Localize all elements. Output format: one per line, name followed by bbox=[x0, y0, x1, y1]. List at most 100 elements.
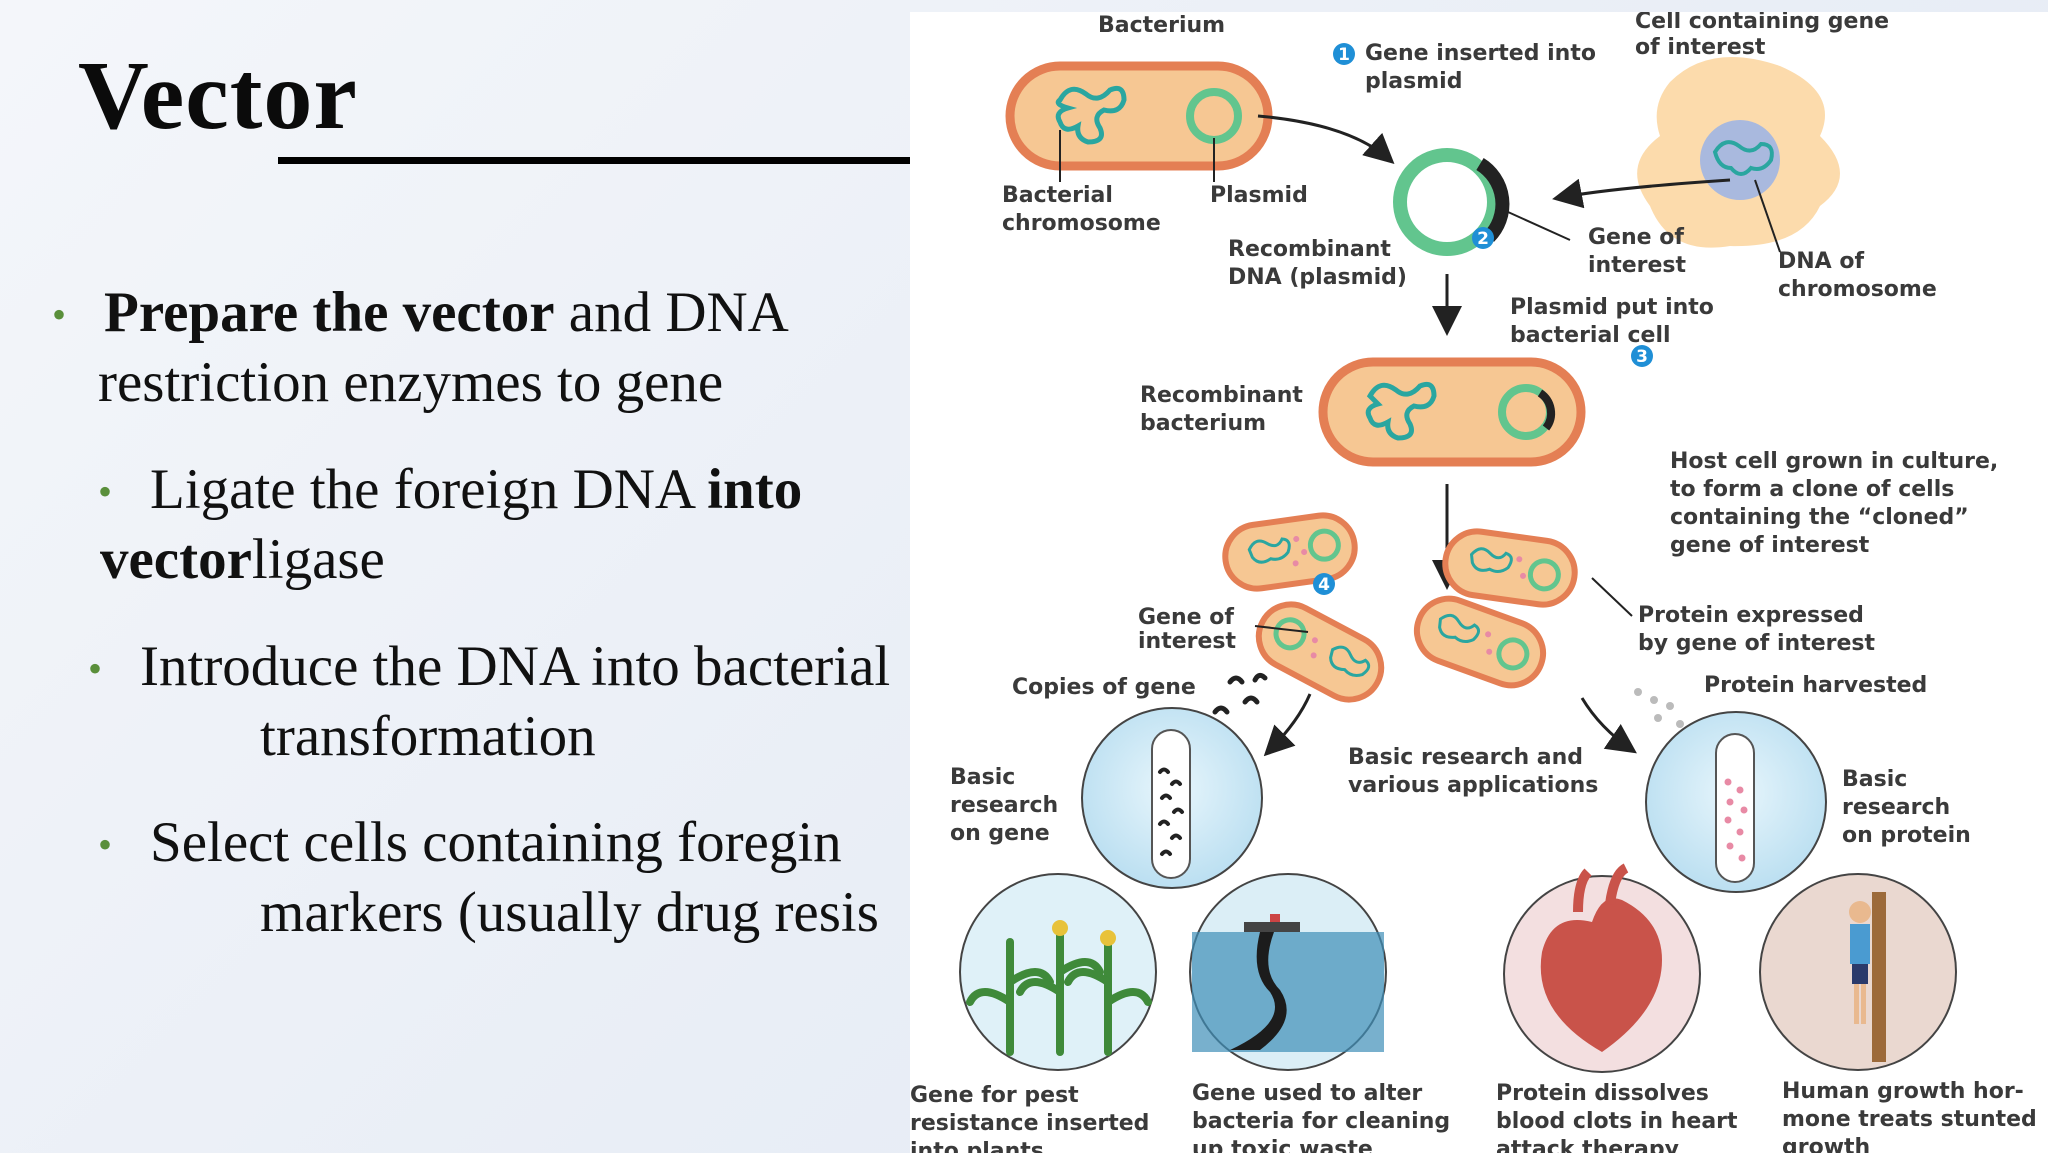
arrow-to-protein-research bbox=[1580, 697, 1637, 754]
step-3-number: 3 bbox=[1636, 347, 1648, 367]
label-gene-interest-2-l1: Gene of bbox=[1138, 605, 1234, 630]
label-app3-l2: blood clots in heart bbox=[1496, 1109, 1738, 1134]
label-step4-l1: Basic research and bbox=[1348, 745, 1583, 770]
label-app4-l1: Human growth hor- bbox=[1782, 1079, 2024, 1104]
label-app3-l3: attack therapy bbox=[1496, 1137, 1679, 1153]
bullet-marker: • bbox=[98, 822, 113, 867]
bullet-1-text: and DNA bbox=[554, 281, 789, 344]
label-protein-expressed-l2: by gene of interest bbox=[1638, 631, 1876, 656]
label-step2-l2: bacterial cell bbox=[1510, 323, 1671, 348]
step-badge bbox=[1333, 43, 1355, 65]
recombinant-bacterium-illustration bbox=[1318, 357, 1586, 467]
bullet-4-line2: markers (usually drug resis bbox=[260, 881, 879, 944]
gene-research-illustration bbox=[1081, 707, 1263, 889]
heart-illustration bbox=[1503, 863, 1701, 1073]
leader-line bbox=[1591, 577, 1633, 617]
label-step3-l1: Host cell grown in culture, bbox=[1670, 449, 1998, 474]
plants-illustration bbox=[959, 873, 1157, 1071]
label-step2-l1: Plasmid put into bbox=[1510, 295, 1714, 320]
label-bacterial-chromosome-l1: Bacterial bbox=[1002, 183, 1113, 208]
recombinant-plasmid bbox=[1393, 148, 1510, 256]
label-cell-gene-l1: Cell containing gene bbox=[1635, 12, 1889, 34]
gene-copies bbox=[1212, 672, 1268, 715]
label-dna-chromosome-l2: chromosome bbox=[1778, 277, 1937, 302]
step-badge bbox=[1313, 573, 1335, 595]
bullet-1: • Prepare the vector and DNA restriction… bbox=[52, 278, 789, 418]
label-basic-gene-l3: on gene bbox=[950, 821, 1050, 846]
bullet-2: • Ligate the foreign DNA into vectorliga… bbox=[98, 455, 802, 595]
cloning-diagram-svg: 1 2 3 4 Bacterium Gene inserted into pla… bbox=[910, 12, 2037, 1153]
label-recombinant-bacterium-l2: bacterium bbox=[1140, 411, 1266, 436]
protein-research-illustration bbox=[1645, 711, 1827, 893]
label-basic-protein-l1: Basic bbox=[1842, 767, 1907, 792]
label-gene-interest-2-l2: interest bbox=[1138, 629, 1237, 654]
cloned-cells bbox=[1222, 512, 1578, 703]
bullet-marker: • bbox=[88, 646, 103, 691]
label-step3-l2: to form a clone of cells bbox=[1670, 477, 1954, 502]
arrow-to-gene-research bbox=[1263, 693, 1312, 757]
label-recombinant-dna-l2: DNA (plasmid) bbox=[1228, 265, 1407, 290]
bullet-3-line2: transformation bbox=[260, 705, 596, 768]
label-app3-l1: Protein dissolves bbox=[1496, 1081, 1709, 1106]
label-app1-l3: into plants bbox=[910, 1139, 1044, 1153]
label-recombinant-dna-l1: Recombinant bbox=[1228, 237, 1391, 262]
label-basic-protein-l2: research bbox=[1842, 795, 1950, 820]
bullet-4: • Select cells containing foregin marker… bbox=[98, 808, 879, 948]
leader-line bbox=[1254, 625, 1309, 633]
step-4-number: 4 bbox=[1318, 575, 1330, 595]
step-1-number: 1 bbox=[1338, 45, 1350, 65]
label-bacterial-chromosome-l2: chromosome bbox=[1002, 211, 1161, 236]
bullet-2-rest: ligase bbox=[251, 528, 385, 591]
step-badge bbox=[1631, 345, 1653, 367]
protein-dots bbox=[1634, 688, 1684, 728]
bullet-3-line1: Introduce the DNA into bacterial bbox=[140, 635, 891, 698]
label-gene-interest-l1: Gene of bbox=[1588, 225, 1684, 250]
step-badge bbox=[1472, 227, 1494, 249]
label-dna-chromosome-l1: DNA of bbox=[1778, 249, 1864, 274]
step-2-number: 2 bbox=[1477, 229, 1489, 249]
toxic-waste-illustration bbox=[1189, 873, 1387, 1071]
bullet-4-line1: Select cells containing foregin bbox=[150, 811, 842, 874]
leader-line bbox=[1507, 211, 1571, 241]
cloning-diagram: 1 2 3 4 Bacterium Gene inserted into pla… bbox=[910, 12, 2048, 1153]
label-cell-gene-l2: of interest bbox=[1635, 35, 1766, 60]
label-app4-l3: growth bbox=[1782, 1135, 1870, 1153]
slide-title: Vector bbox=[78, 42, 358, 150]
label-step1-l2: plasmid bbox=[1365, 69, 1462, 94]
label-step3-l3: containing the “cloned” bbox=[1670, 505, 1969, 530]
label-step3-l4: gene of interest bbox=[1670, 533, 1870, 558]
label-basic-gene-l2: research bbox=[950, 793, 1058, 818]
bacterium-illustration bbox=[1005, 61, 1273, 171]
bullet-1-bold: Prepare the vector bbox=[104, 281, 555, 344]
label-copies-of-gene: Copies of gene bbox=[1012, 675, 1196, 700]
growth-illustration bbox=[1759, 873, 1957, 1071]
label-recombinant-bacterium-l1: Recombinant bbox=[1140, 383, 1303, 408]
donor-cell bbox=[1637, 57, 1840, 248]
label-app2-l1: Gene used to alter bbox=[1192, 1081, 1422, 1106]
label-step4-l2: various applications bbox=[1348, 773, 1598, 798]
bullet-3: • Introduce the DNA into bacterial trans… bbox=[88, 632, 890, 772]
label-gene-interest-l2: interest bbox=[1588, 253, 1687, 278]
bullet-1-line2: restriction enzymes to gene bbox=[98, 351, 724, 414]
label-app1-l2: resistance inserted bbox=[910, 1111, 1149, 1136]
label-app2-l2: bacteria for cleaning bbox=[1192, 1109, 1450, 1134]
bullet-2-bold: into bbox=[707, 458, 803, 521]
label-app4-l2: mone treats stunted bbox=[1782, 1107, 2037, 1132]
bullet-marker: • bbox=[52, 292, 67, 337]
arrow-gene-transfer bbox=[1552, 178, 1731, 209]
label-app2-l3: up toxic waste bbox=[1192, 1137, 1373, 1153]
label-protein-expressed-l1: Protein expressed bbox=[1638, 603, 1864, 628]
label-protein-harvested: Protein harvested bbox=[1704, 673, 1927, 698]
title-underline bbox=[278, 157, 910, 164]
label-basic-protein-l3: on protein bbox=[1842, 823, 1971, 848]
arrow-step1 bbox=[1257, 114, 1395, 165]
label-step1-l1: Gene inserted into bbox=[1365, 41, 1596, 66]
label-bacterium: Bacterium bbox=[1098, 13, 1225, 38]
label-plasmid: Plasmid bbox=[1210, 183, 1308, 208]
text-panel: Vector • Prepare the vector and DNA rest… bbox=[0, 0, 910, 1153]
bullet-marker: • bbox=[98, 469, 113, 514]
label-app1-l1: Gene for pest bbox=[910, 1083, 1079, 1108]
label-basic-gene-l1: Basic bbox=[950, 765, 1015, 790]
leader-line bbox=[1754, 179, 1781, 253]
